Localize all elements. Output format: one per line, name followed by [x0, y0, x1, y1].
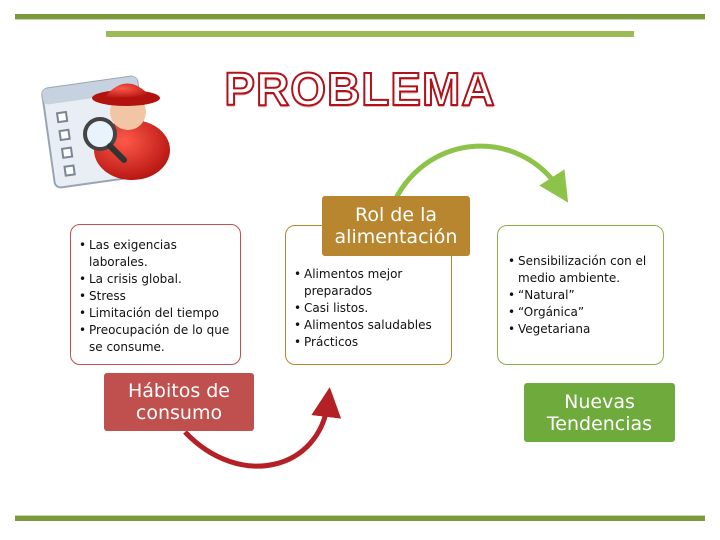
top-frame-bar: [15, 14, 705, 20]
list-item: La crisis global.: [79, 271, 234, 288]
list-item: Stress: [79, 288, 234, 305]
right-box: Sensibilización con el medio ambiente. “…: [497, 225, 664, 365]
rol-tag: Rol de la alimentación: [322, 196, 470, 256]
list-item: Las exigencias laborales.: [79, 237, 234, 271]
list-item: “Natural”: [508, 287, 659, 304]
page-title: PROBLEMA: [223, 62, 496, 116]
top-accent-bar: [106, 31, 634, 37]
bottom-frame-bar: [15, 515, 705, 521]
left-box-list: Las exigencias laborales. La crisis glob…: [79, 237, 234, 356]
nuevas-tendencias-tag: Nuevas Tendencias: [524, 383, 675, 442]
list-item: Alimentos mejor preparados: [294, 266, 447, 300]
center-box: Alimentos mejor preparados Casi listos. …: [285, 225, 452, 365]
list-item: Vegetariana: [508, 321, 659, 338]
detective-icon: [83, 83, 170, 180]
red-curved-arrow: [183, 387, 342, 469]
list-item: Preocupación de lo que se consume.: [79, 322, 234, 356]
list-item: Casi listos.: [294, 300, 447, 317]
center-box-list: Alimentos mejor preparados Casi listos. …: [294, 266, 447, 351]
green-curved-arrow: [392, 143, 569, 203]
habitos-tag: Hábitos de consumo: [104, 373, 254, 431]
left-box: Las exigencias laborales. La crisis glob…: [70, 224, 241, 365]
list-item: Sensibilización con el medio ambiente.: [508, 253, 659, 287]
right-box-list: Sensibilización con el medio ambiente. “…: [508, 253, 659, 338]
list-item: “Orgánica”: [508, 304, 659, 321]
list-item: Prácticos: [294, 334, 447, 351]
list-item: Alimentos saludables: [294, 317, 447, 334]
list-item: Limitación del tiempo: [79, 305, 234, 322]
